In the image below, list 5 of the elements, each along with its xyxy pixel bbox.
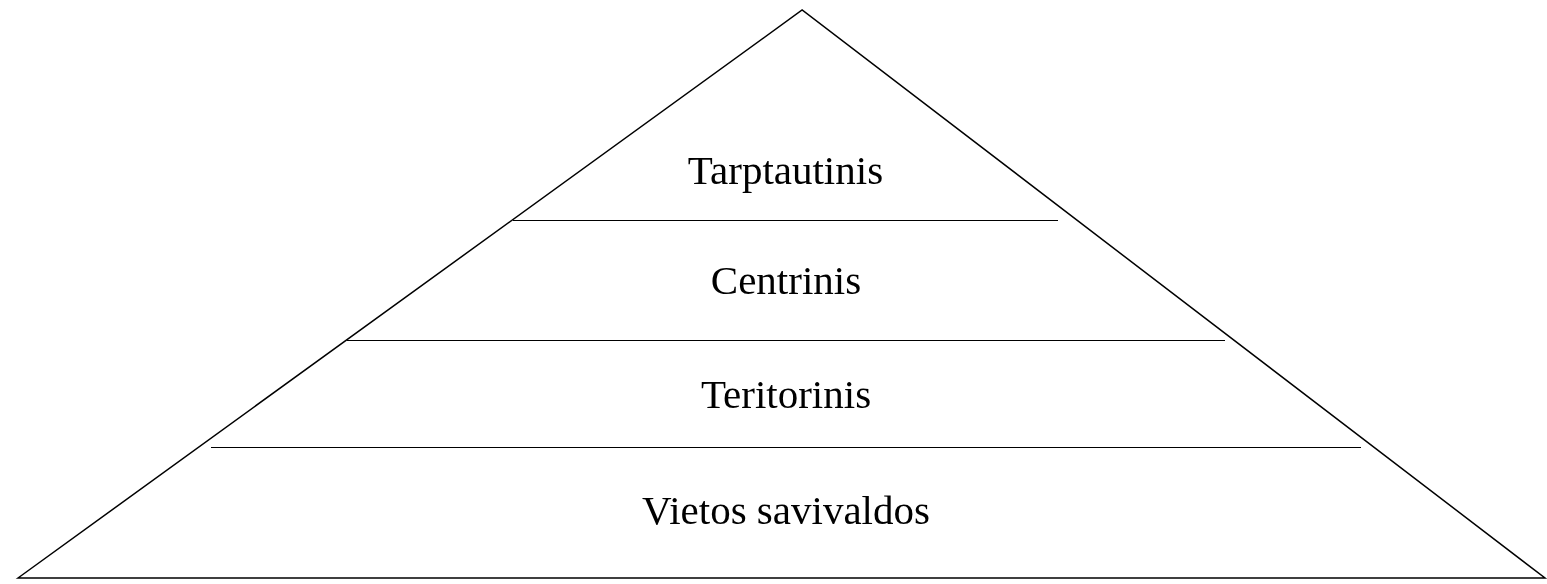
level-label: Centrinis — [710, 260, 862, 301]
level-label: Vietos savivaldos — [642, 489, 930, 531]
level-label: Tarptautinis — [687, 149, 884, 191]
level-label: Teritorinis — [700, 373, 872, 415]
pyramid-triangle — [18, 10, 1545, 578]
